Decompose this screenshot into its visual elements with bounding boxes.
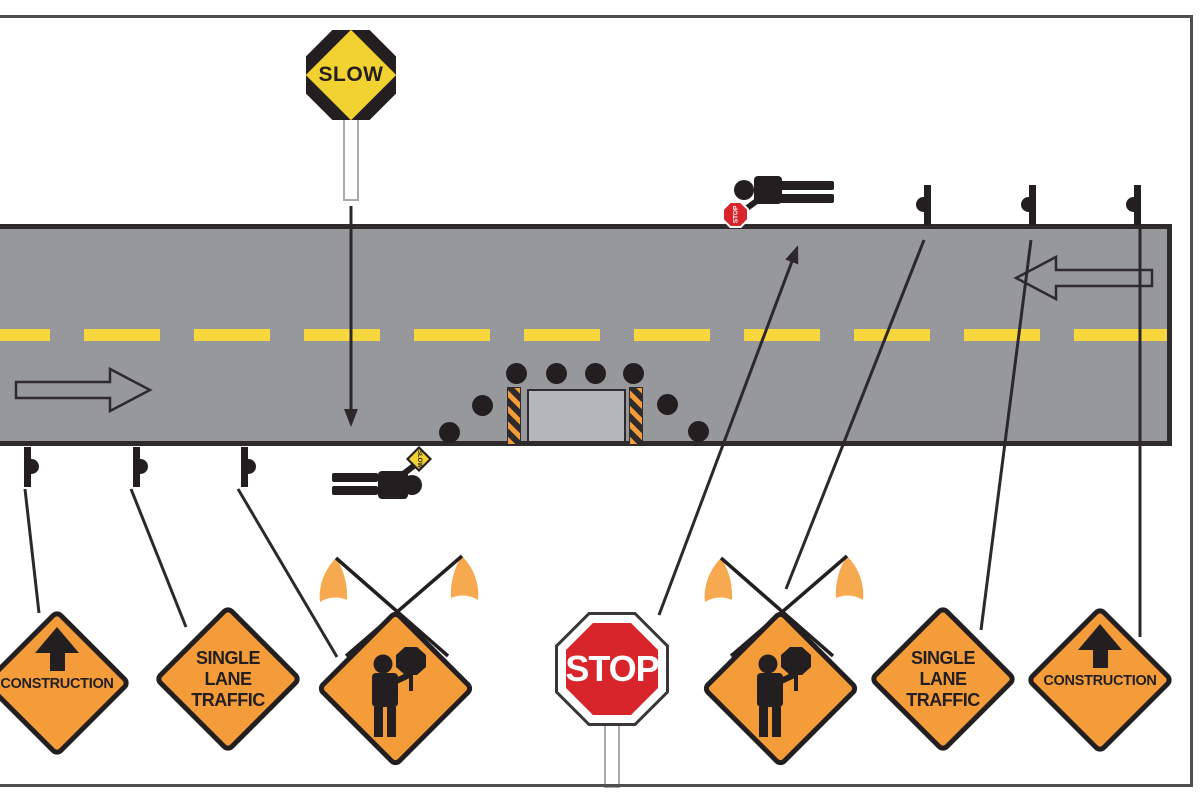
flagger-symbol-sign-left <box>315 608 476 769</box>
flagger-torso <box>754 176 782 204</box>
slt-line2: LANE <box>204 668 253 689</box>
line-to-construction-left <box>23 488 41 614</box>
up-arrow-icon <box>35 627 79 653</box>
construction-label: CONSTRUCTION <box>1043 673 1157 689</box>
mini-slow-face: SLOW <box>409 449 429 469</box>
slt-line3: TRAFFIC <box>191 689 265 710</box>
traffic-direction-arrow-left-icon <box>1013 254 1154 302</box>
construction-label: CONSTRUCTION <box>0 676 114 692</box>
cone <box>657 394 678 415</box>
traffic-direction-arrow-right-icon <box>14 366 153 414</box>
slow-paddle-label: SLOW <box>318 63 384 86</box>
cone <box>688 421 709 442</box>
slow-paddle-sign: SLOW <box>305 29 397 121</box>
cone <box>623 363 644 384</box>
single-lane-traffic-sign-right: SINGLE LANE TRAFFIC <box>868 604 1018 754</box>
sign-post-icon <box>1019 185 1046 225</box>
cone <box>472 395 493 416</box>
flagger-head <box>734 180 754 200</box>
flagger-symbol-icon <box>757 647 811 737</box>
slow-paddle-handle <box>343 117 359 201</box>
up-arrow-stem <box>49 653 65 671</box>
sign-post-icon <box>1124 185 1151 225</box>
stop-paddle-sign: STOP <box>555 612 669 726</box>
mini-slow-label: SLOW <box>416 450 422 468</box>
flagger-leg <box>780 181 834 190</box>
flagger-symbol-icon <box>372 647 426 737</box>
flagger-leg <box>332 486 378 495</box>
barricade-left <box>507 387 521 445</box>
cone <box>546 363 567 384</box>
work-area-vehicle <box>527 389 626 443</box>
stop-paddle-face <box>566 623 658 715</box>
cone <box>439 422 460 443</box>
flagger-figure-bottom <box>332 458 422 499</box>
sign-post-icon <box>914 185 941 225</box>
flagger-torso <box>378 471 408 499</box>
flag-pole <box>334 556 450 658</box>
up-arrow-icon <box>1078 624 1122 650</box>
stop-paddle-handle <box>604 722 620 788</box>
sign-post-icon <box>231 447 258 487</box>
mini-stop-label: STOP <box>732 205 739 224</box>
flagger-leg <box>780 194 834 203</box>
cone <box>506 363 527 384</box>
construction-sign-right: CONSTRUCTION <box>1025 605 1175 755</box>
sign-post-icon <box>14 447 41 487</box>
stop-paddle-label: STOP <box>565 648 659 689</box>
slt-line1: SINGLE <box>910 647 976 668</box>
up-arrow-stem <box>1092 650 1108 668</box>
sign-post-icon <box>123 447 150 487</box>
single-lane-traffic-sign-left: SINGLE LANE TRAFFIC <box>153 604 303 754</box>
slt-line3: TRAFFIC <box>906 689 980 710</box>
barricade-right <box>629 387 643 445</box>
slt-line2: LANE <box>919 668 968 689</box>
mini-stop-paddle: STOP <box>722 201 749 228</box>
slt-line1: SINGLE <box>195 647 261 668</box>
road-centerline-dashed <box>0 329 1167 341</box>
mini-stop-face: STOP <box>724 203 747 226</box>
flag-icon <box>450 556 479 600</box>
cone <box>585 363 606 384</box>
flagger-leg <box>332 473 378 482</box>
construction-sign-left: CONSTRUCTION <box>0 608 132 758</box>
flagger-symbol-sign-right <box>700 608 861 769</box>
flagger-figure-top <box>734 176 834 217</box>
